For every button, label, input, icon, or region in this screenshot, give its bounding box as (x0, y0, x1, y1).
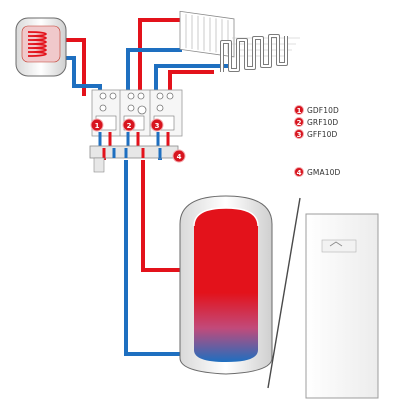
callout-4: 4 (172, 149, 186, 163)
svg-text:2: 2 (127, 122, 132, 130)
hot-pipe-left-heater (65, 38, 86, 96)
legend-badge: 3 (294, 129, 304, 139)
hot-pipe-floor-heating (168, 70, 214, 96)
hot-pipe-radiator (138, 18, 182, 96)
pipe-network (65, 18, 230, 356)
legend-label: GRF10D (307, 117, 339, 127)
storage-tank (179, 195, 273, 375)
valve-icons (99, 92, 174, 115)
pump-station (91, 89, 183, 148)
diagram-callouts: 1 2 3 4 (90, 118, 186, 163)
legend-secondary: 4 GMA10D (294, 166, 340, 178)
callout-1: 1 (90, 118, 104, 132)
callout-2: 2 (122, 118, 136, 132)
cold-pipe-tank-return (124, 160, 185, 356)
radiator (179, 10, 235, 58)
legend-badge: 2 (294, 117, 304, 127)
floor-heating-loop (220, 34, 300, 72)
cold-pipe-left-heater (65, 56, 102, 96)
tank-water (194, 208, 258, 362)
legend-item-1: 1 GDF10D (294, 104, 339, 116)
legend-item-2: 2 GRF10D (294, 116, 339, 128)
distribution-manifold (89, 145, 179, 173)
svg-text:4: 4 (177, 153, 182, 161)
legend-item-4: 4 GMA10D (294, 166, 340, 178)
legend-badge: 4 (294, 167, 304, 177)
heater-cylinder (15, 17, 67, 77)
svg-text:3: 3 (155, 122, 160, 130)
cold-pipe-radiator (126, 48, 182, 96)
legend-label: GMA10D (307, 167, 341, 177)
hot-pipe-tank-supply (141, 160, 185, 272)
svg-text:1: 1 (95, 122, 100, 130)
callout-3: 3 (150, 118, 164, 132)
heating-coil-icon (27, 31, 47, 57)
heat-pump-cabinet (305, 213, 379, 399)
legend-label: GDF10D (307, 105, 339, 115)
legend-badge: 1 (294, 105, 304, 115)
divider-line (267, 197, 301, 389)
legend: 1 GDF10D 2 GRF10D 3 GFF10D (294, 104, 339, 140)
legend-label: GFF10D (307, 129, 338, 139)
cabinet-logo-icon (329, 241, 343, 247)
legend-item-3: 3 GFF10D (294, 128, 339, 140)
cold-pipe-floor-heating (154, 64, 230, 96)
